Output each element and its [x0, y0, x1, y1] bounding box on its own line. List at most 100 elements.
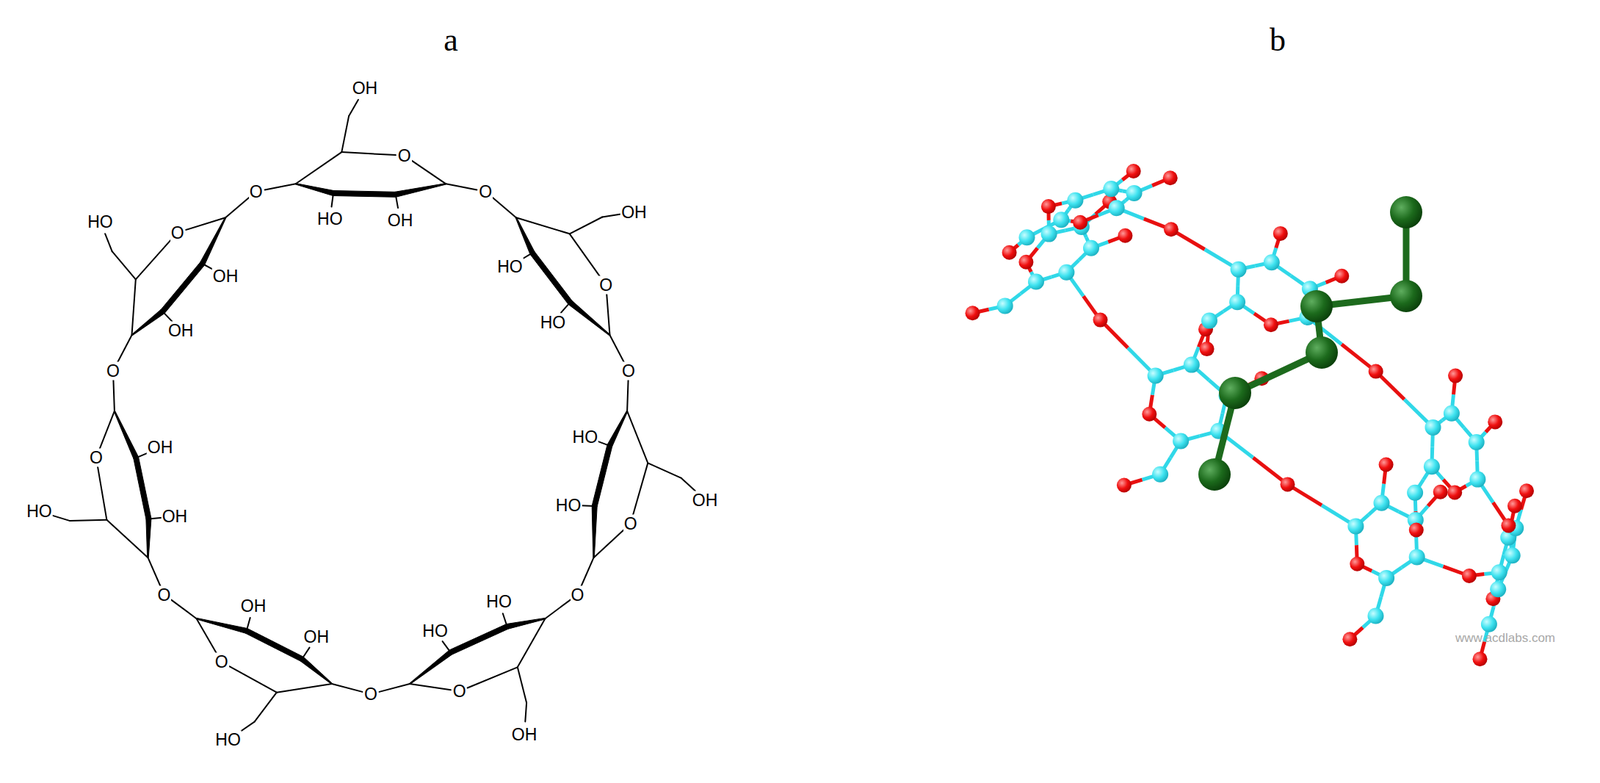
ring-oxygen: O: [598, 276, 614, 295]
carbon-atom: [1083, 240, 1100, 257]
bond-line: [647, 462, 682, 479]
bond-line: [467, 666, 518, 688]
hydroxyl-group: HO: [214, 730, 242, 749]
carbon-atom: [1489, 580, 1507, 597]
oxygen-atom: [1141, 406, 1157, 422]
guest-atom: [1218, 376, 1252, 409]
guest-atom: [1305, 336, 1338, 369]
guest-atom: [1389, 196, 1423, 229]
guest-atom: [1198, 458, 1231, 491]
carbon-atom: [997, 297, 1014, 314]
watermark: www.acdlabs.com: [1455, 631, 1556, 644]
carbon-atom: [1347, 517, 1364, 534]
oxygen-atom: [1273, 226, 1288, 241]
oxygen-atom: [1163, 221, 1179, 237]
oxygen-atom: [1041, 198, 1056, 214]
bond-line: [132, 279, 136, 335]
bond-line: [301, 647, 310, 660]
oxygen-atom: [1500, 518, 1516, 534]
wedge-bond: [607, 410, 628, 447]
bond-line: [246, 617, 251, 631]
wedge-bond: [295, 183, 335, 197]
oxygen-atom: [1447, 484, 1462, 500]
bond-line: [491, 197, 517, 219]
bond-line: [112, 251, 136, 280]
bond-line: [411, 160, 447, 185]
oxygen-atom: [1461, 568, 1477, 584]
carbon-atom: [1201, 312, 1218, 329]
bond-line: [341, 116, 349, 152]
bond-line: [517, 666, 527, 702]
bond-line: [52, 515, 71, 522]
carbon-atom: [1469, 471, 1486, 488]
bond-line: [117, 334, 133, 363]
hydroxyl-group: OH: [212, 266, 240, 285]
wedge-bond: [200, 217, 227, 266]
bond-line: [348, 99, 359, 117]
carbon-atom: [1183, 356, 1200, 374]
carbon-atom: [1373, 494, 1390, 512]
guest-atom: [1300, 290, 1333, 323]
bond-line: [442, 641, 451, 653]
glycosidic-oxygen: O: [248, 182, 264, 201]
carbon-atom: [1102, 180, 1120, 197]
carbon-atom: [1504, 547, 1521, 564]
hydroxyl-group: OH: [240, 596, 268, 615]
hydroxyl-group: HO: [86, 212, 114, 231]
oxygen-atom: [1093, 312, 1109, 328]
carbon-atom: [1481, 616, 1498, 633]
bond-line: [602, 214, 621, 218]
bond-line: [560, 302, 570, 313]
hydroxyl-group: HO: [25, 502, 53, 521]
glycosidic-oxygen: O: [570, 585, 586, 604]
bond-line: [580, 504, 595, 507]
oxygen-atom: [1378, 457, 1394, 473]
glycosidic-oxygen: O: [105, 361, 121, 380]
wedge-bond: [506, 617, 546, 629]
oxygen-atom: [1116, 478, 1132, 493]
hydroxyl-group: HO: [316, 210, 344, 229]
bond-line: [569, 217, 603, 235]
ring-oxygen: O: [397, 146, 412, 165]
bond-line: [106, 519, 148, 558]
oxygen-atom: [1472, 651, 1488, 666]
oxygen-atom: [1334, 268, 1349, 284]
oxygen-atom: [1487, 414, 1503, 429]
oxygen-atom: [1519, 483, 1534, 498]
glycosidic-oxygen: O: [363, 685, 379, 704]
ring-oxygen: O: [623, 513, 639, 533]
oxygen-atom: [1018, 254, 1034, 270]
wedge-bond: [160, 262, 205, 314]
carbon-atom: [1425, 419, 1442, 436]
hydroxyl-group: OH: [303, 627, 331, 647]
oxygen-atom: [1117, 228, 1133, 244]
bond-line: [331, 683, 363, 692]
bond-line: [148, 557, 161, 586]
hydroxyl-group: OH: [620, 202, 648, 222]
bond-line: [331, 193, 335, 208]
hydroxyl-group: HO: [421, 621, 449, 641]
bond-line: [606, 293, 610, 335]
wedge-bond: [568, 300, 611, 336]
bond-line: [148, 517, 163, 520]
glycosidic-oxygen: O: [157, 585, 172, 604]
oxygen-atom: [1280, 476, 1296, 492]
bond-line: [681, 478, 696, 491]
carbon-atom: [1367, 607, 1385, 625]
carbon-atom: [1126, 185, 1143, 202]
hydroxyl-group: OH: [386, 210, 415, 230]
bond-line: [594, 529, 625, 558]
bond-line: [225, 197, 250, 219]
wedge-bond: [131, 309, 165, 336]
oxygen-atom: [1199, 341, 1215, 357]
bond-line: [113, 379, 115, 412]
panel-label: b: [1269, 24, 1286, 57]
hydroxyl-group: OH: [691, 490, 719, 509]
bond-line: [580, 557, 594, 586]
carbon-atom: [1468, 433, 1485, 451]
carbon-atom: [1406, 484, 1424, 501]
carbon-atom: [1147, 367, 1164, 384]
hydroxyl-group: OH: [161, 507, 189, 526]
